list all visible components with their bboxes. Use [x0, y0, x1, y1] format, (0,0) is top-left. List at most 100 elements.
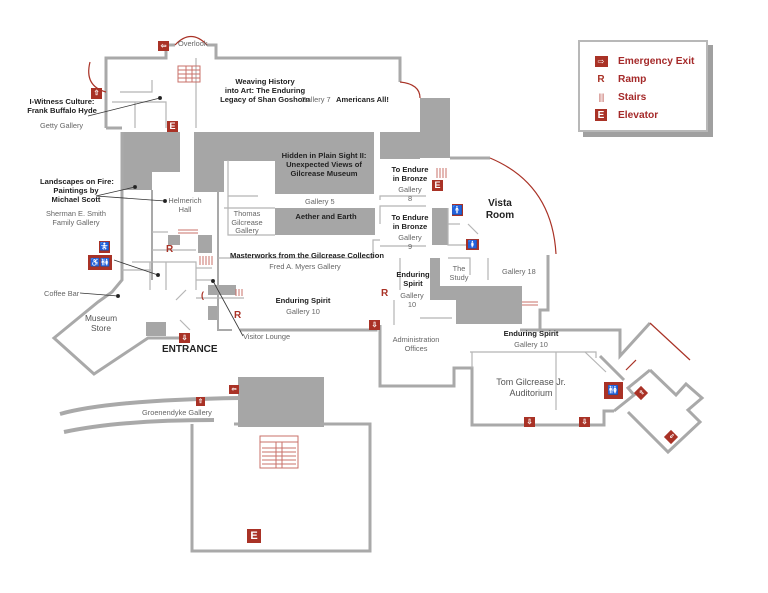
wall — [63, 418, 215, 434]
emergency-exit-icon: ⇩ — [179, 333, 190, 343]
accessible-restroom-icon: ♿🚻 — [88, 255, 112, 270]
getty-gallery-label: Getty Gallery — [40, 121, 84, 130]
stairs-icon — [177, 65, 201, 83]
wall-blocks — [122, 98, 522, 427]
emergency-exit-icon: ⇦ — [229, 385, 239, 394]
exhibit-i-witness-culture: I-Witness Culture:Frank Buffalo Hyde — [27, 97, 97, 115]
gallery-10-label-b: Gallery 10 — [286, 307, 320, 316]
fred-myers-gallery-label: Fred A. Myers Gallery — [269, 262, 341, 271]
interior-lines — [112, 58, 607, 410]
legend-item-stairs: |||| Stairs — [594, 90, 646, 104]
wall — [598, 354, 626, 382]
emergency-exit-icon: ⇩ — [524, 417, 535, 427]
block — [194, 132, 224, 192]
elevator-icon: E — [432, 180, 443, 191]
exhibit-aether-and-earth: Aether and Earth — [295, 212, 357, 221]
exhibit-enduring-spirit-c: Enduring Spirit — [503, 329, 559, 338]
groenendyke-gallery-label: Groenendyke Gallery — [142, 408, 212, 417]
ramp-icon: R — [597, 73, 605, 85]
ramp-icon: R — [166, 244, 174, 255]
emergency-exit-icon: ⇩ — [369, 320, 380, 330]
wall — [626, 368, 705, 455]
elevator-icon: E — [247, 529, 261, 543]
stairs-icons — [177, 65, 538, 469]
block — [238, 377, 324, 427]
wall — [104, 43, 175, 128]
block — [208, 285, 236, 295]
wall — [207, 43, 402, 82]
wall — [613, 368, 651, 413]
stairs-icon: |||| — [598, 92, 604, 102]
gallery-10-label-c: Gallery 10 — [514, 340, 548, 349]
wall — [59, 396, 241, 416]
block — [146, 322, 166, 336]
stairs-icon — [259, 435, 299, 469]
block — [208, 306, 218, 320]
block — [275, 161, 374, 194]
visitor-lounge-label: Visitor Lounge — [243, 332, 291, 341]
elevator-icon: E — [594, 109, 608, 121]
block — [168, 235, 180, 245]
overlook-label: Overlook — [178, 39, 208, 48]
auditorium-label: Tom Gilcrease Jr.Auditorium — [496, 377, 566, 398]
block — [456, 286, 522, 324]
emergency-exit-icon: ⇨ — [594, 55, 608, 67]
emergency-exit-icon: ⇩ — [579, 417, 590, 427]
exhibit-americans-all: Americans All! — [336, 95, 389, 104]
emergency-exit-icon: ⇦ — [158, 41, 169, 51]
legend-label: Emergency Exit — [618, 55, 695, 67]
stairs-icon — [235, 289, 243, 296]
legend-label: Elevator — [618, 109, 659, 121]
elevator-icon: E — [167, 121, 178, 132]
map-legend: ⇨ Emergency Exit R Ramp |||| Stairs E El… — [578, 40, 708, 132]
wall — [520, 321, 652, 360]
restroom-icon: 🚻 — [604, 382, 623, 399]
block — [224, 132, 374, 161]
stairs-icon — [199, 256, 213, 265]
gallery-5-label: Gallery 5 — [305, 197, 335, 206]
wall — [240, 325, 378, 332]
stairs-icon — [436, 168, 447, 178]
wall — [51, 132, 186, 376]
block — [198, 235, 212, 253]
family-restroom-icon: 🚼 — [99, 241, 110, 253]
stairs-icon — [178, 229, 198, 234]
block — [430, 258, 440, 298]
block — [420, 98, 450, 158]
block — [432, 208, 448, 245]
door-arcs — [88, 35, 691, 371]
gallery-7-label: Gallery 7 — [301, 95, 331, 104]
restroom-icon: 🚺 — [466, 239, 479, 250]
exhibit-enduring-spirit-b: Enduring Spirit — [275, 296, 331, 305]
entrance-label: ENTRANCE — [162, 344, 218, 355]
legend-label: Stairs — [618, 91, 647, 103]
exhibit-masterworks: Masterworks from the Gilcrease Collectio… — [230, 251, 385, 260]
wall — [538, 255, 550, 330]
emergency-exit-icon: ⇧ — [91, 88, 102, 99]
ramp-icon: R — [234, 310, 242, 321]
wall — [190, 422, 372, 553]
legend-item-emergency-exit: ⇨ Emergency Exit — [594, 54, 694, 68]
block — [380, 132, 420, 159]
restroom-icon: 🚹 — [451, 204, 464, 216]
block — [122, 132, 152, 190]
block — [152, 132, 180, 172]
emergency-exit-icon: ⇧ — [196, 397, 205, 406]
pointer-lines — [79, 96, 244, 337]
legend-item-ramp: R Ramp — [594, 72, 646, 86]
gallery-18-label: Gallery 18 — [502, 267, 536, 276]
